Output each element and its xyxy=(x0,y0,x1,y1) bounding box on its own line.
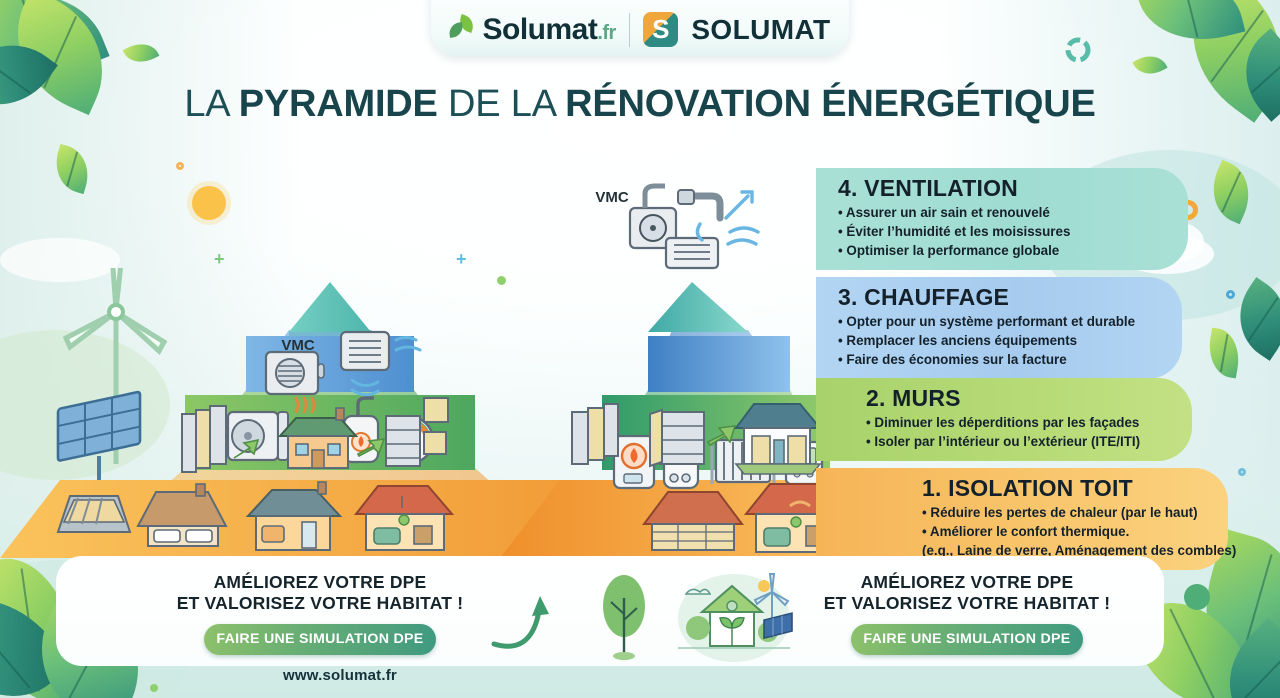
solumat-mark-icon xyxy=(643,12,679,47)
curved-arrow-icon xyxy=(491,596,549,649)
panel-ventilation-title: 4. VENTILATION xyxy=(838,175,1018,201)
faire-simulation-dpe-button-left[interactable]: FAIRE UNE SIMULATION DPE xyxy=(204,623,436,655)
cta-right-heading: AMÉLIOREZ VOTRE DPE ET VALORISEZ VOTRE H… xyxy=(798,572,1136,615)
panel-chauffage-list: • Opter pour un système performant et du… xyxy=(838,312,1164,369)
list-item: • Améliorer le confort thermique. xyxy=(922,523,1130,539)
logo-wordmark-suffix: .fr xyxy=(597,21,616,44)
panel-ventilation: 4. VENTILATION • Assurer un air sain et … xyxy=(816,168,1188,270)
brand-name: SOLUMAT xyxy=(691,13,831,45)
cta-right-line2: ET VALORISEZ VOTRE HABITAT ! xyxy=(823,593,1111,614)
list-item: • Optimiser la performance globale xyxy=(838,242,1060,258)
cta-right: AMÉLIOREZ VOTRE DPE ET VALORISEZ VOTRE H… xyxy=(798,572,1136,655)
logo-wordmark: Solumat.fr xyxy=(482,12,616,46)
list-item: • Diminuer les déperditions par les faça… xyxy=(866,414,1140,430)
icon-airflow-right xyxy=(695,190,760,246)
footer-url: www.solumat.fr xyxy=(283,667,397,684)
icon-airflow-left xyxy=(350,336,422,397)
decor-plus-left: + xyxy=(214,249,225,269)
panel-isolation-toit-title: 1. ISOLATION TOIT xyxy=(922,475,1133,501)
logo-divider xyxy=(628,12,631,47)
list-item: (e.g., Laine de verre, Aménagement des c… xyxy=(922,542,1237,558)
list-item: • Assurer un air sain et renouvelé xyxy=(838,204,1050,220)
cta-right-line1: AMÉLIOREZ VOTRE DPE xyxy=(860,572,1074,592)
pyramid-diagram: VMC xyxy=(0,183,880,558)
icon-grille-right xyxy=(664,236,720,270)
logo-wordmark-text: Solumat xyxy=(482,12,598,46)
panel-murs-title: 2. MURS xyxy=(866,385,961,411)
icon-heat-waves-left xyxy=(294,396,316,414)
decor-dot-green xyxy=(497,276,506,285)
logo-bar: Solumat.fr SOLUMAT xyxy=(431,0,849,56)
icon-house-left xyxy=(277,407,359,469)
sun-icon xyxy=(192,186,226,220)
panel-isolation-toit-list: • Réduire les pertes de chaleur (par le … xyxy=(922,503,1237,560)
icon-house-interior-left xyxy=(245,481,343,551)
list-item: • Éviter l’humidité et les moisissures xyxy=(838,223,1071,239)
title-part-2: PYRAMIDE xyxy=(238,83,438,125)
icon-attic-left xyxy=(136,483,228,547)
faire-simulation-dpe-button-right[interactable]: FAIRE UNE SIMULATION DPE xyxy=(851,623,1083,655)
icon-roof-attic-right xyxy=(642,491,744,551)
decor-ring-blue-2 xyxy=(1238,468,1246,476)
icon-insulation-panel-right xyxy=(571,403,619,465)
list-item: • Isoler par l’intérieur ou l’extérieur … xyxy=(866,433,1141,449)
sprout-icon xyxy=(448,13,477,44)
icon-duct-right xyxy=(677,189,724,222)
icon-vmc-left xyxy=(264,350,325,396)
cta-left-heading: AMÉLIOREZ VOTRE DPE ET VALORISEZ VOTRE H… xyxy=(128,572,512,615)
icon-vmc-right xyxy=(628,183,678,250)
panel-murs: 2. MURS • Diminuer les déperditions par … xyxy=(816,378,1192,461)
title-part-4: RÉNOVATION ÉNERGÉTIQUE xyxy=(565,83,1096,125)
decor-ring-blue xyxy=(1226,290,1235,299)
list-item: • Opter pour un système performant et du… xyxy=(838,313,1136,329)
tree-illustration xyxy=(603,575,645,660)
page-title: LA PYRAMIDE DE LA RÉNOVATION ÉNERGÉTIQUE xyxy=(0,85,1280,123)
vmc-label-left: VMC xyxy=(281,337,315,354)
icon-boiler-right xyxy=(612,434,656,490)
cta-left-line1: AMÉLIOREZ VOTRE DPE xyxy=(213,572,427,592)
decor-ring-orange-2 xyxy=(176,162,184,170)
list-item: • Remplacer les anciens équipements xyxy=(838,332,1078,348)
wind-turbine-icon xyxy=(62,268,168,464)
icon-roof-insulation-1-left xyxy=(56,495,132,533)
panel-chauffage-title: 3. CHAUFFAGE xyxy=(838,284,1010,310)
eco-house-illustration xyxy=(678,573,793,662)
cta-left: AMÉLIOREZ VOTRE DPE ET VALORISEZ VOTRE H… xyxy=(128,572,512,655)
icon-brick-insulation-left xyxy=(356,397,449,467)
panel-ventilation-list: • Assurer un air sain et renouvelé • Évi… xyxy=(838,203,1170,260)
cta-left-line2: ET VALORISEZ VOTRE HABITAT ! xyxy=(176,593,464,614)
list-item: • Faire des économies sur la facture xyxy=(838,351,1067,367)
decor-dot-green-2 xyxy=(150,684,158,692)
panel-murs-list: • Diminuer les déperditions par les faça… xyxy=(866,413,1174,451)
recycle-icon xyxy=(1065,37,1091,63)
icon-house-right xyxy=(734,403,823,475)
title-part-1: LA xyxy=(184,83,239,125)
title-part-3: DE LA xyxy=(437,83,566,125)
icon-air-grille-left xyxy=(339,330,391,372)
cloud-left xyxy=(0,238,120,282)
icon-wall-insulation-left xyxy=(181,405,260,473)
icon-living-room-left xyxy=(353,485,455,551)
icon-wall-section-right xyxy=(649,408,737,468)
list-item: • Réduire les pertes de chaleur (par le … xyxy=(922,504,1198,520)
panel-chauffage: 3. CHAUFFAGE • Opter pour un système per… xyxy=(816,277,1182,379)
decor-plus-right: + xyxy=(456,249,467,269)
vmc-label-right: VMC xyxy=(595,189,629,206)
decor-dot-bottom-right xyxy=(1184,584,1210,610)
panel-isolation-toit: 1. ISOLATION TOIT • Réduire les pertes d… xyxy=(816,468,1237,570)
